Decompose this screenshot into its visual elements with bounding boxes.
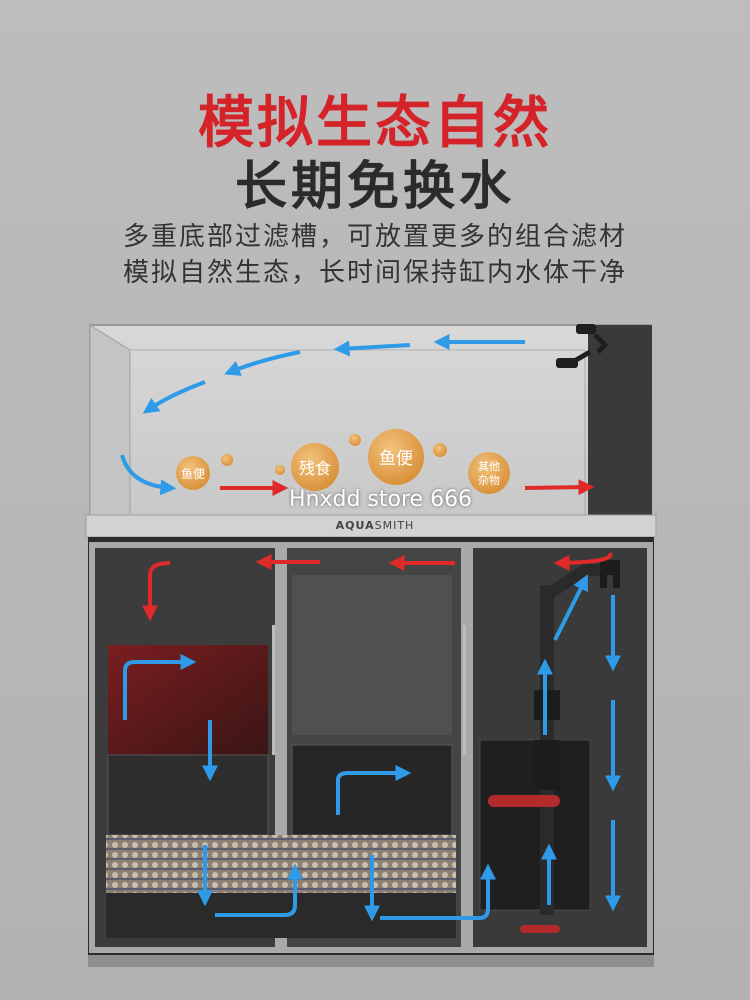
- sump-flow-arrows: [123, 552, 621, 922]
- valve-lower: [534, 740, 560, 790]
- overflow-box: [588, 325, 652, 515]
- description-line-2: 模拟自然生态，长时间保持缸内水体干净: [122, 258, 627, 288]
- bubble-other-debris: [468, 452, 510, 494]
- bubble-feces-small: [176, 456, 210, 490]
- store-watermark: Hnxdd store 666: [289, 487, 473, 512]
- bubble-label-other-2: 杂物: [478, 473, 500, 487]
- bubble-label-feces-small: 鱼便: [181, 467, 205, 481]
- return-nozzle: [556, 358, 578, 368]
- bubble-label-other-1: 其他: [478, 460, 500, 473]
- debris-bubbles: 鱼便 残食 鱼便 其他 杂物: [176, 429, 510, 494]
- red-handle: [488, 795, 560, 807]
- headline-dark: 长期免换水: [234, 157, 515, 217]
- return-nozzle-top: [576, 324, 596, 334]
- bubble-label-feces-large: 鱼便: [379, 449, 413, 469]
- brand-suffix: SMITH: [374, 519, 415, 532]
- brand-logo: AQUASMITH: [0, 519, 750, 532]
- brand-prefix: AQUA: [335, 519, 375, 532]
- bubble-leftover-food: [291, 443, 339, 491]
- headline-red: 模拟生态自然: [198, 91, 552, 156]
- filter-media: [106, 835, 456, 893]
- bubble-feces-large: [368, 429, 424, 485]
- description-line-1: 多重底部过滤槽，可放置更多的组合滤材: [122, 222, 627, 252]
- surface-flow-arrows: [120, 334, 595, 496]
- bubble-label-leftover-food: 残食: [299, 459, 331, 478]
